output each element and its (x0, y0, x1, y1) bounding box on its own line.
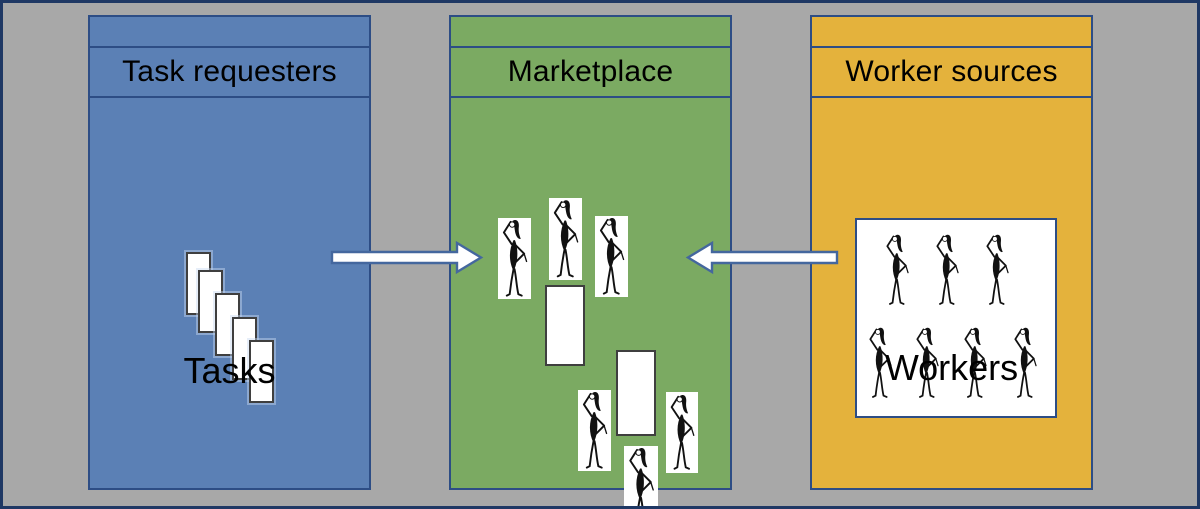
panel-body-marketplace (451, 98, 730, 509)
posing-person-icon (912, 321, 942, 405)
task-card (249, 340, 274, 403)
panel-worker-sources: Worker sources (810, 15, 1093, 490)
posing-person-icon (932, 228, 962, 312)
posing-person-icon (1010, 321, 1040, 405)
panel-top-strip (451, 17, 730, 48)
posing-person-icon (960, 321, 990, 405)
panel-body-worker-sources: Workers (812, 98, 1091, 492)
posing-person-icon (882, 228, 912, 312)
posing-person-icon (595, 216, 628, 297)
posing-person-icon (624, 446, 658, 509)
posing-person-icon (865, 321, 895, 405)
posing-person-icon (982, 228, 1012, 312)
posing-person-icon (498, 218, 531, 299)
panel-body-task-requesters: Tasks (90, 98, 369, 492)
panel-top-strip (812, 17, 1091, 48)
arrow-right-icon (330, 240, 484, 275)
panel-title-worker-sources: Worker sources (812, 48, 1091, 98)
posing-person-icon (578, 390, 611, 471)
arrow-left-icon (685, 240, 839, 275)
marketplace-task-card (616, 350, 656, 436)
tasks-caption: Tasks (183, 350, 276, 391)
posing-person-icon (549, 198, 582, 280)
workers-box (855, 218, 1057, 418)
workers-caption: Workers (884, 347, 1019, 388)
panel-top-strip (90, 17, 369, 48)
marketplace-task-card (545, 285, 585, 366)
panel-marketplace: Marketplace (449, 15, 732, 509)
panel-title-marketplace: Marketplace (451, 48, 730, 98)
panel-task-requesters: Task requesters Tasks (88, 15, 371, 490)
panel-title-task-requesters: Task requesters (90, 48, 369, 98)
posing-person-icon (666, 392, 698, 473)
